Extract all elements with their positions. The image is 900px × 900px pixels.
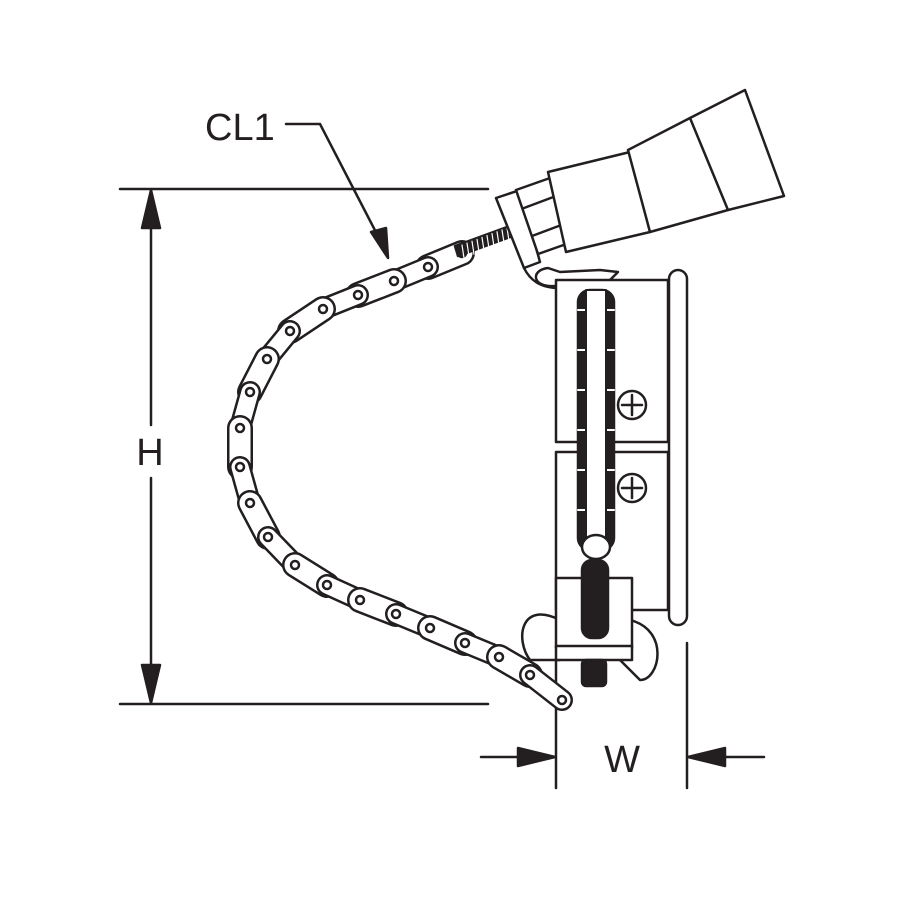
- chain-pin: [234, 461, 246, 473]
- width-label: W: [604, 739, 640, 781]
- chain-pin: [289, 559, 301, 571]
- threaded-rod: [580, 558, 610, 640]
- screw-icon: [616, 472, 648, 504]
- chain-pin: [234, 422, 246, 434]
- chain-pin: [354, 594, 366, 606]
- chain-pin: [524, 669, 536, 681]
- tension-spring: [453, 224, 515, 259]
- chain-pin: [244, 497, 256, 509]
- clamp-body: [521, 268, 689, 688]
- chain-pin: [422, 261, 434, 273]
- chain-pin: [321, 579, 333, 591]
- chain-pin: [556, 694, 568, 706]
- arrow-up-icon: [140, 188, 162, 230]
- chain-pin: [352, 289, 364, 301]
- screw-icon: [616, 389, 648, 421]
- chain-pin: [262, 531, 274, 543]
- chain-pin: [317, 303, 329, 315]
- height-label: H: [136, 432, 163, 474]
- clamp-rail: [667, 268, 689, 627]
- callout-label: CL1: [205, 107, 275, 149]
- wing-nut-left: [521, 613, 562, 662]
- chain-pin: [424, 622, 436, 634]
- clamp-nut-plate: [554, 644, 634, 662]
- handle: [494, 88, 786, 270]
- chain-pin: [244, 386, 256, 398]
- chain-pin: [390, 608, 402, 620]
- callout-leader: [284, 122, 382, 242]
- chain-pin: [284, 325, 296, 337]
- handle-bracket: [494, 188, 542, 270]
- height-dimension: H: [118, 187, 490, 706]
- chain-pin: [388, 275, 400, 287]
- chain-pin: [261, 353, 273, 365]
- cotter-pin: [534, 266, 620, 288]
- arrow-right-icon: [516, 746, 557, 768]
- handle-grip: [626, 88, 786, 234]
- arrow-left-icon: [686, 746, 727, 768]
- cl1-callout: CL1: [205, 107, 390, 260]
- chain: [227, 240, 573, 711]
- callout-arrow-icon: [369, 226, 390, 260]
- chain-pin: [493, 651, 505, 663]
- rod-end: [580, 533, 612, 561]
- threaded-rod-end: [580, 658, 608, 688]
- chain-pin: [459, 637, 471, 649]
- arrow-down-icon: [140, 663, 162, 705]
- width-dimension: W: [479, 638, 766, 790]
